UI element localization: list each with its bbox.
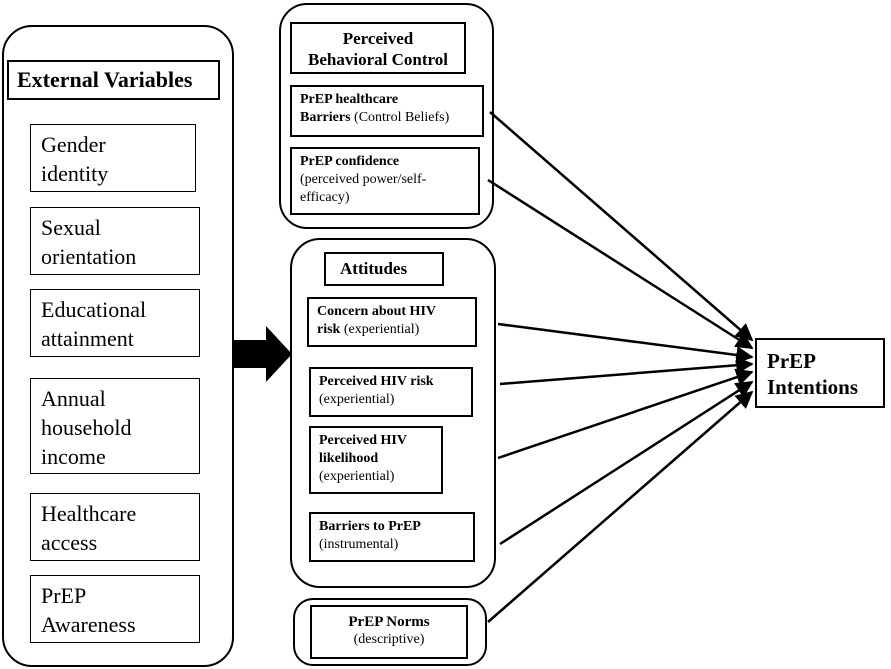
arrow-att-likelihood [497, 368, 754, 460]
pbc-confidence: PrEP confidence (perceived power/self- e… [290, 147, 480, 215]
attitudes-title: Attitudes [324, 252, 444, 286]
block-arrow [232, 326, 292, 382]
arrow-att-barriers [499, 380, 754, 546]
arrow-att-risk [499, 356, 754, 386]
external-variables-title: External Variables [7, 60, 220, 100]
att-barriers-to-prep: Barriers to PrEP (instrumental) [309, 512, 475, 562]
arrow-pbc-confidence [487, 178, 754, 350]
arrow-pbc-barriers [489, 111, 754, 342]
att-perceived-hiv-risk: Perceived HIV risk (experiential) [309, 367, 473, 417]
attitudes-group [290, 238, 496, 588]
arrow-att-concern [497, 322, 754, 364]
external-variables-group [2, 25, 234, 667]
pbc-healthcare-barriers: PrEP healthcare Barriers (Control Belief… [290, 85, 484, 137]
arrow-norms [487, 390, 754, 623]
norms-box: PrEP Norms (descriptive) [310, 605, 468, 659]
norms-group [293, 598, 487, 666]
att-perceived-hiv-likelihood: Perceived HIV likelihood (experiential) [309, 426, 443, 494]
att-concern-hiv-risk: Concern about HIV risk (experiential) [307, 297, 477, 347]
pbc-group [279, 3, 494, 229]
